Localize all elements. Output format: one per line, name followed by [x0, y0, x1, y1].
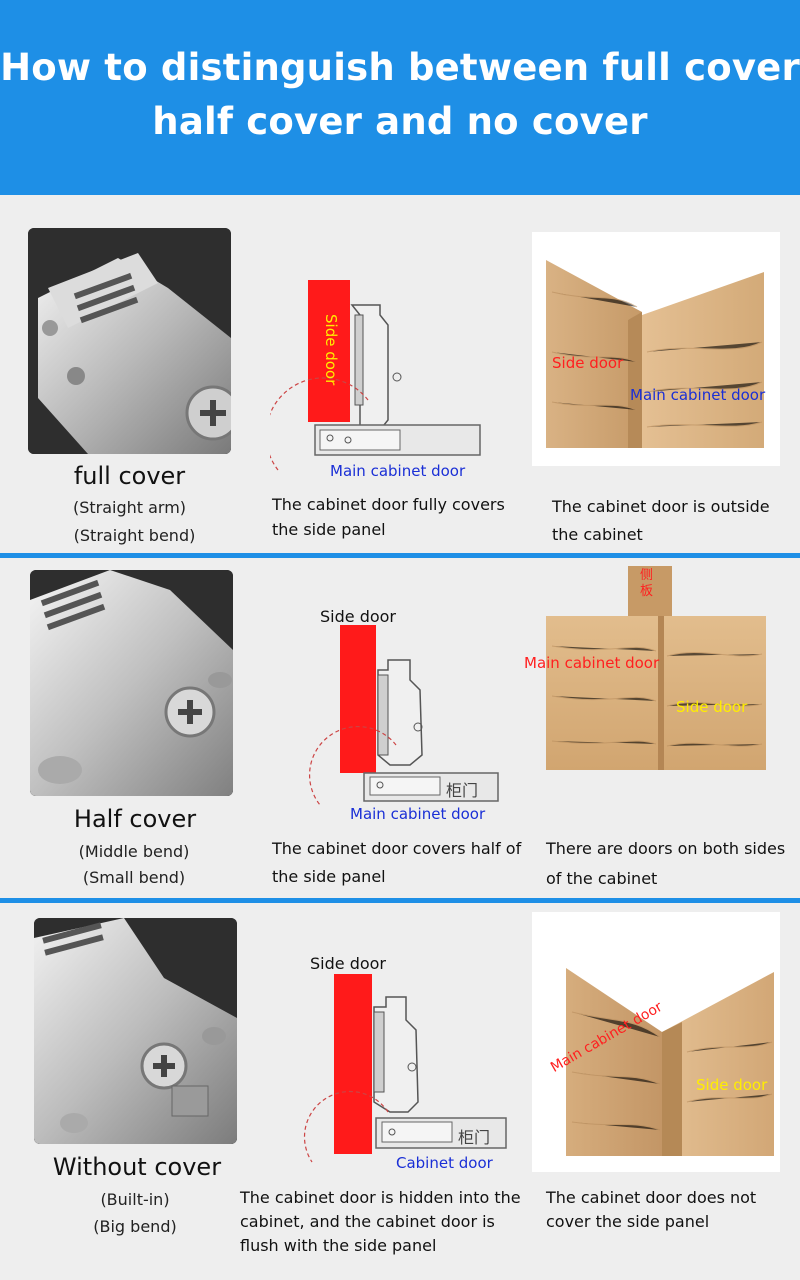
wood-label-side-door: Side door — [696, 1076, 768, 1094]
wood-photo-half-cover: 侧板 Main cabinet door Side door — [524, 566, 780, 788]
wood-photo-full-cover: Side door Main cabinet door — [532, 232, 780, 466]
wood-description: The cabinet door is outside the cabinet — [552, 494, 792, 547]
diagram-full-cover: Side door Main cabinet door — [265, 270, 490, 485]
diagram-panel-cn: 柜门 — [458, 1128, 491, 1147]
wood-desc-line-2: of the cabinet — [546, 869, 658, 888]
diagram-description: The cabinet door covers half of the side… — [272, 836, 540, 889]
wood-photo-without-cover: Main cabinet door Side door — [532, 912, 780, 1172]
hinge-sub-label-1: (Straight arm) — [72, 498, 187, 517]
diagram-desc-line-1: The cabinet door is hidden into the — [240, 1188, 521, 1207]
section-divider — [0, 898, 800, 903]
diagram-desc-line-3: flush with the side panel — [240, 1236, 437, 1255]
diagram-panel-label: Main cabinet door — [330, 462, 466, 480]
hinge-type-label: Without cover — [52, 1153, 222, 1181]
hinge-sub-label-2: (Big bend) — [93, 1217, 177, 1236]
hinge-type-label: full cover — [73, 462, 186, 490]
title-line-2: half cover and no cover — [152, 100, 648, 143]
diagram-half-cover: Side door 柜门 Main cabinet door — [300, 605, 500, 835]
hinge-photo-half-cover — [30, 570, 233, 796]
wood-desc-line-2: the cabinet — [552, 525, 643, 544]
hinge-type-label: Half cover — [73, 805, 197, 833]
wood-top-cn-label: 侧板 — [640, 568, 654, 599]
diagram-door-label: Side door — [322, 314, 340, 386]
diagram-panel-label: Cabinet door — [396, 1154, 493, 1172]
hinge-sub-label-1: (Built-in) — [100, 1190, 170, 1209]
wood-label-main-door: Main cabinet door — [630, 386, 766, 404]
diagram-panel-cn: 柜门 — [446, 781, 479, 800]
wood-desc-line-2: cover the side panel — [546, 1212, 710, 1231]
diagram-description: The cabinet door fully covers the side p… — [272, 492, 532, 542]
wood-label-main-door: Main cabinet door — [524, 654, 660, 672]
diagram-door-label: Side door — [320, 607, 396, 626]
diagram-door-label: Side door — [310, 954, 386, 973]
diagram-description: The cabinet door is hidden into the cabi… — [240, 1186, 540, 1258]
wood-label-side-door: Side door — [676, 698, 748, 716]
header-banner: How to distinguish between full cover ha… — [0, 0, 800, 195]
diagram-desc-line-1: The cabinet door fully covers — [272, 495, 505, 514]
hinge-photo-full-cover — [28, 228, 231, 454]
hinge-sub-label-2: (Small bend) — [82, 868, 186, 887]
hinge-sub-label-2: (Straight bend) — [73, 526, 196, 545]
diagram-desc-line-1: The cabinet door covers half of — [272, 839, 522, 858]
section-divider — [0, 553, 800, 558]
title-line-1: How to distinguish between full cover — [0, 46, 800, 89]
wood-desc-line-1: The cabinet door is outside — [552, 497, 770, 516]
wood-description: The cabinet door does not cover the side… — [546, 1186, 786, 1234]
hinge-photo-without-cover — [34, 918, 237, 1144]
wood-desc-line-1: There are doors on both sides — [546, 839, 786, 858]
diagram-desc-line-2: the side panel — [272, 520, 386, 539]
hinge-sub-label-1: (Middle bend) — [78, 842, 190, 861]
diagram-desc-line-2: the side panel — [272, 867, 386, 886]
diagram-panel-label: Main cabinet door — [350, 805, 486, 823]
wood-label-side-door: Side door — [552, 354, 624, 372]
wood-desc-line-1: The cabinet door does not — [546, 1188, 757, 1207]
wood-description: There are doors on both sides of the cab… — [546, 836, 796, 891]
diagram-desc-line-2: cabinet, and the cabinet door is — [240, 1212, 495, 1231]
diagram-without-cover: Side door 柜门 Cabinet door — [300, 952, 510, 1177]
